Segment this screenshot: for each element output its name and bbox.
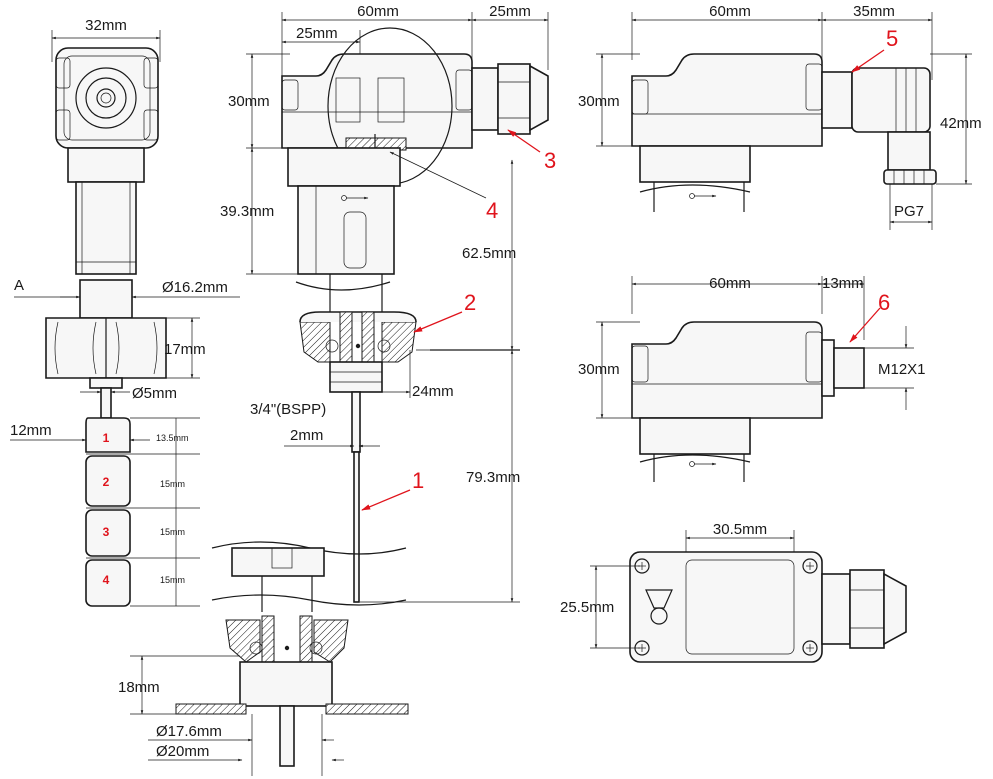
mr-height-label: 30mm bbox=[578, 361, 620, 378]
callout-6: 6 bbox=[878, 290, 890, 315]
neck-body bbox=[297, 185, 395, 275]
tr-connector-label: PG7 bbox=[894, 203, 924, 220]
mr-thread-label: M12X1 bbox=[878, 361, 926, 378]
mid-right-view: 60mm 13mm 30mm M12X1 6 bbox=[578, 275, 926, 482]
weld-height-label: 18mm bbox=[118, 679, 160, 696]
outer-dia-label: Ø20mm bbox=[156, 743, 209, 760]
callout-2: 2 bbox=[464, 290, 476, 315]
callout-5: 5 bbox=[886, 26, 898, 51]
segment-1-number: 1 bbox=[103, 431, 110, 445]
stem-dia-label: Ø5mm bbox=[132, 385, 177, 402]
thread-length-label: 24mm bbox=[412, 383, 454, 400]
inner-dia-label: Ø17.6mm bbox=[156, 723, 222, 740]
segment-2-number: 2 bbox=[103, 475, 110, 489]
segment-1-height: 13.5mm bbox=[156, 433, 189, 443]
float-width-label: 12mm bbox=[10, 422, 52, 439]
thread-label: 3/4"(BSPP) bbox=[250, 401, 326, 418]
hex-height-label: 17mm bbox=[164, 341, 206, 358]
left-width-label: 32mm bbox=[85, 17, 127, 34]
probe-rod bbox=[353, 451, 360, 603]
plan-view: 30.5mm 25.5mm bbox=[560, 521, 907, 663]
float-stem bbox=[100, 387, 112, 419]
inner-offset-label: 25mm bbox=[296, 25, 338, 42]
tr-total-height-label: 42mm bbox=[940, 115, 982, 132]
neck-height-label: 39.3mm bbox=[220, 203, 274, 220]
housing-side bbox=[281, 53, 473, 149]
callout-1: 1 bbox=[412, 468, 424, 493]
top-right-view: 60mm 35mm 30mm 42mm bbox=[578, 3, 982, 230]
hex-dia-label: Ø16.2mm bbox=[162, 279, 228, 296]
callout-4: 4 bbox=[486, 198, 498, 223]
segment-4-height: 15mm bbox=[160, 575, 185, 585]
segment-2-height: 15mm bbox=[160, 479, 185, 489]
bottom-view: 18mm Ø17.6mm Ø20mm bbox=[118, 541, 409, 776]
fitting-left bbox=[299, 321, 331, 363]
mr-width-label: 60mm bbox=[709, 275, 751, 292]
mr-connector-length-label: 13mm bbox=[822, 275, 864, 292]
housing-top-view bbox=[55, 47, 159, 149]
center-width-label: 60mm bbox=[357, 3, 399, 20]
stem-body bbox=[75, 181, 137, 275]
gland-length-label: 25mm bbox=[489, 3, 531, 20]
left-view: 32mm A Ø16.2mm bbox=[10, 17, 240, 607]
housing-plan bbox=[629, 551, 823, 663]
upper-length-label: 62.5mm bbox=[462, 245, 516, 262]
tr-connector-length-label: 35mm bbox=[853, 3, 895, 20]
window-width-label: 30.5mm bbox=[713, 521, 767, 538]
rod-dia-label: 2mm bbox=[290, 427, 323, 444]
callout-3: 3 bbox=[544, 148, 556, 173]
segment-4-number: 4 bbox=[103, 573, 110, 587]
fitting-right bbox=[381, 321, 417, 363]
plan-depth-label: 25.5mm bbox=[560, 599, 614, 616]
tr-width-label: 60mm bbox=[709, 3, 751, 20]
center-view: 60mm 25mm 25mm 30mm bbox=[220, 3, 556, 603]
tr-height-label: 30mm bbox=[578, 93, 620, 110]
neck bbox=[67, 147, 145, 183]
segment-3-height: 15mm bbox=[160, 527, 185, 537]
housing-height-label: 30mm bbox=[228, 93, 270, 110]
probe-length-label: 79.3mm bbox=[466, 469, 520, 486]
section-a-label: A bbox=[14, 277, 24, 294]
segment-3-number: 3 bbox=[103, 525, 110, 539]
